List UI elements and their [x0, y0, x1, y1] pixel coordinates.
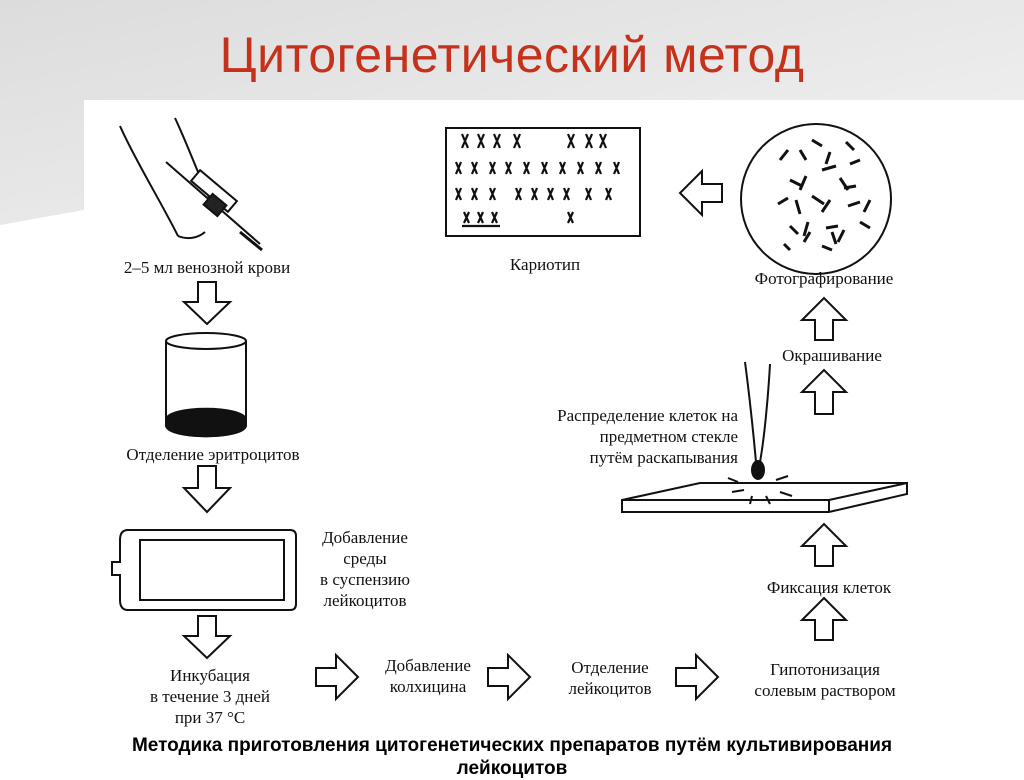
slide-caption: Методика приготовления цитогенетических … [131, 735, 893, 756]
label-karyotype: Кариотип [509, 255, 581, 274]
arrow-down-2 [181, 465, 233, 514]
label-medium-2: среды [343, 549, 387, 568]
label-hypotonic-2: солевым раствором [754, 681, 896, 700]
label-fixation: Фиксация клеток [766, 578, 892, 597]
arrow-up-3 [799, 368, 849, 415]
culture-flask-illustration [111, 529, 297, 611]
label-hypotonic-1: Гипотонизация [770, 660, 880, 679]
beaker-illustration [165, 332, 247, 438]
label-spreading-3: путём раскапывания [589, 448, 738, 467]
label-incubation-2: в течение 3 дней [149, 687, 271, 706]
label-staining: Окрашивание [782, 346, 882, 365]
label-leukocytes-2: лейкоцитов [568, 679, 652, 698]
glass-slide-illustration [621, 482, 908, 513]
arrow-left-1 [678, 168, 723, 218]
arm-syringe-illustration [119, 117, 263, 252]
label-incubation-1: Инкубация [170, 666, 250, 685]
metaphase-spread-illustration [740, 123, 892, 275]
label-erythrocytes: Отделение эритроцитов [126, 445, 300, 464]
label-blood: 2–5 мл венозной крови [123, 258, 291, 277]
arrow-right-3 [675, 652, 720, 702]
karyotype-chromosomes [454, 133, 621, 228]
arrow-down-3 [181, 615, 233, 660]
karyotype-illustration [445, 127, 641, 237]
arrow-up-4 [799, 296, 849, 341]
arrow-right-2 [487, 652, 532, 702]
pipette-illustration [727, 361, 793, 505]
chromosome-spread [777, 138, 872, 252]
label-incubation-3: при 37 °С [174, 708, 246, 727]
flow-arrows [181, 168, 849, 702]
slide-caption-cut: лейкоцитов [456, 758, 568, 779]
label-spreading-2: предметном стекле [599, 427, 738, 446]
label-leukocytes-1: Отделение [571, 658, 649, 677]
label-photography: Фотографирование [754, 269, 894, 288]
label-medium-4: лейкоцитов [323, 591, 407, 610]
arrow-right-1 [315, 652, 360, 702]
label-medium-1: Добавление [322, 528, 408, 547]
slide-title: Цитогенетический метод [219, 27, 805, 83]
label-colchicine-2: колхицина [389, 677, 467, 696]
label-medium-3: в суспензию [320, 570, 410, 589]
arrow-up-1 [799, 596, 849, 641]
arrow-down-1 [181, 281, 233, 326]
label-spreading-1: Распределение клеток на [557, 406, 738, 425]
label-colchicine-1: Добавление [385, 656, 471, 675]
arrow-up-2 [799, 522, 849, 567]
